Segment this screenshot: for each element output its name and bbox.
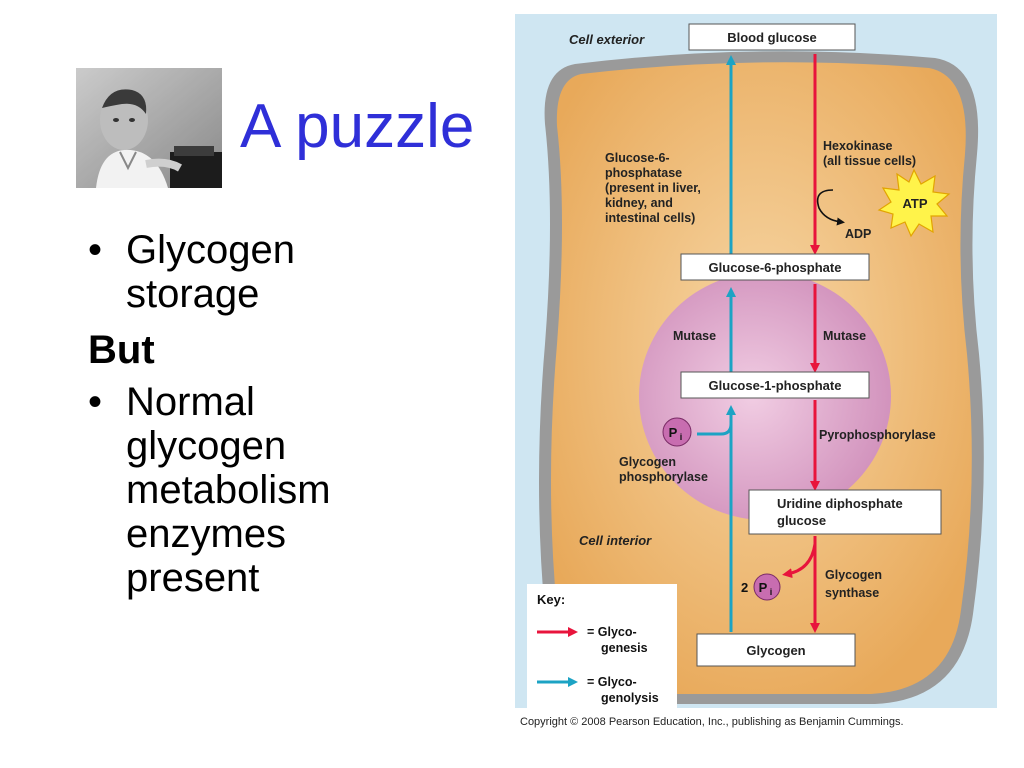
- glycogen-phosphorylase-label: Glycogen phosphorylase: [619, 455, 708, 484]
- glucose-1-phosphate-box: Glucose-1-phosphate: [680, 371, 870, 399]
- adp-label: ADP: [845, 227, 871, 241]
- portrait-image: [76, 68, 222, 188]
- bullet-item: • Normal glycogen metabolism enzymes pre…: [88, 380, 448, 600]
- atp-burst: ATP: [877, 168, 951, 238]
- hexokinase-label: Hexokinase (all tissue cells): [823, 139, 916, 168]
- blood-glucose-box: Blood glucose: [688, 23, 856, 51]
- glycogen-synthase-label: Glycogen synthase: [825, 568, 882, 600]
- pathway-figure: Cell exterior Cell interior Blood glucos…: [515, 14, 997, 708]
- two-pi-output-arrow: [782, 543, 817, 579]
- two-pi-letter: P: [759, 580, 768, 595]
- atp-adp-arrow: [816, 189, 845, 226]
- blood-glucose-label: Blood glucose: [727, 30, 817, 45]
- bullet-marker: •: [88, 380, 103, 424]
- cell-interior-label: Cell interior: [579, 533, 652, 548]
- slide-title: A puzzle: [240, 92, 475, 161]
- g6pase-line: Glucose-6-: [605, 151, 670, 165]
- bullet-text: Normal glycogen metabolism enzymes prese…: [126, 380, 331, 600]
- udp-glucose-box: Uridine diphosphate glucose: [748, 489, 942, 535]
- pyrophosphorylase-label: Pyrophosphorylase: [819, 428, 936, 442]
- g6pase-line: phosphatase: [605, 166, 682, 180]
- hexokinase-line: (all tissue cells): [823, 154, 916, 168]
- cell-exterior-label: Cell exterior: [569, 32, 645, 47]
- copyright-notice: Copyright © 2008 Pearson Education, Inc.…: [520, 716, 904, 728]
- glycogen-label: Glycogen: [746, 643, 805, 658]
- glucose-6-phosphatase-label: Glucose-6- phosphatase (present in liver…: [605, 151, 701, 225]
- two-pi-subscript: i: [770, 587, 773, 597]
- udp-glucose-label-line1: Uridine diphosphate: [777, 496, 903, 511]
- key-glycogenesis-line2: genesis: [601, 641, 648, 655]
- glycogen-pathway-diagram: Cell exterior Cell interior Blood glucos…: [515, 14, 997, 708]
- key-glycogenolysis-line2: genolysis: [601, 691, 659, 705]
- legend-key: Key: = Glyco- genesis = Glyco- genolysis: [527, 584, 677, 708]
- but-label: But: [88, 328, 155, 372]
- key-glycogenolysis-line1: = Glyco-: [587, 675, 637, 689]
- two-pi-count: 2: [741, 580, 748, 595]
- bullet-list: • Glycogen storage But • Normal glycogen…: [88, 228, 448, 600]
- pi-input-line: [697, 423, 733, 436]
- g6pase-line: intestinal cells): [605, 211, 695, 225]
- udp-glucose-label-line2: glucose: [777, 513, 826, 528]
- glucose-1-phosphate-label: Glucose-1-phosphate: [709, 378, 842, 393]
- atp-label: ATP: [902, 196, 927, 211]
- glucose-6-phosphate-label: Glucose-6-phosphate: [709, 260, 842, 275]
- glycogen-synthase-line: Glycogen: [825, 568, 882, 582]
- pi-subscript: i: [680, 432, 683, 442]
- g6pase-line: kidney, and: [605, 196, 673, 210]
- glycogen-synthase-line: synthase: [825, 586, 879, 600]
- atp-star-icon: [877, 168, 951, 238]
- g6pase-line: (present in liver,: [605, 181, 701, 195]
- mutase-left-label: Mutase: [673, 329, 716, 343]
- bullet-marker: •: [88, 228, 103, 272]
- glycogen-phosphorylase-line: Glycogen: [619, 455, 676, 469]
- two-pi-circle: 2 P i: [741, 573, 781, 601]
- key-title: Key:: [537, 592, 565, 607]
- portrait-photo: [76, 68, 222, 188]
- mutase-right-label: Mutase: [823, 329, 866, 343]
- glycogen-box: Glycogen: [696, 633, 856, 667]
- bullet-item: • Glycogen storage: [88, 228, 448, 316]
- pi-letter: P: [669, 425, 678, 440]
- glycogen-phosphorylase-line: phosphorylase: [619, 470, 708, 484]
- pi-circle: P i: [662, 417, 692, 447]
- hexokinase-line: Hexokinase: [823, 139, 893, 153]
- glucose-6-phosphate-box: Glucose-6-phosphate: [680, 253, 870, 281]
- key-glycogenesis-line1: = Glyco-: [587, 625, 637, 639]
- bullet-text: Glycogen storage: [126, 228, 295, 316]
